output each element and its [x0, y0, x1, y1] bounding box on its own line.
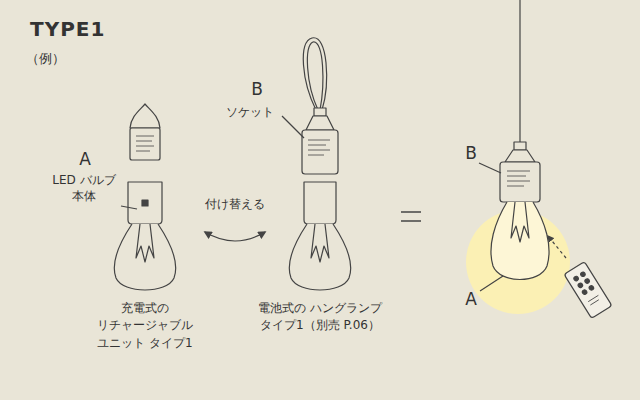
part-label: A: [74, 148, 96, 171]
part-label: B: [246, 78, 268, 101]
equals-sign: [401, 212, 421, 221]
title: TYPE1: [30, 16, 105, 43]
product-caption: 電池式の ハングランプ タイプ1（別売 P.06）: [248, 300, 392, 335]
signal-arrow: [548, 236, 566, 258]
part-label: A: [460, 288, 482, 311]
hang-lamp: [289, 38, 351, 290]
leader-line: [121, 206, 137, 209]
assembled-lamp: [491, 0, 549, 280]
action-label: 付け替える: [194, 196, 276, 212]
remote-control: [564, 262, 612, 319]
part-name: ソケット: [226, 104, 274, 120]
note: （例）: [26, 50, 65, 68]
part-name: LED バルブ 本体: [48, 172, 120, 204]
product-caption: 充電式の リチャージャブル ユニット タイプ1: [84, 300, 206, 352]
led-bulb: [114, 182, 176, 290]
swap-arrow: [205, 232, 265, 241]
leader-line: [282, 116, 304, 138]
charger-cap: [130, 104, 160, 160]
part-label: B: [460, 142, 482, 165]
leader-line: [479, 163, 501, 173]
leader-line: [480, 276, 503, 291]
